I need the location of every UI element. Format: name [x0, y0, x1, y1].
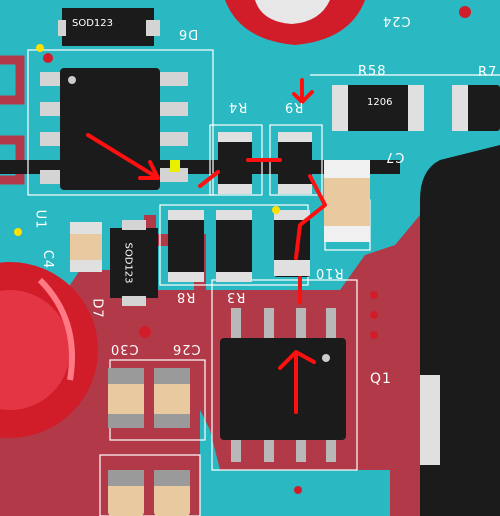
r9-pad-bottom — [278, 184, 312, 194]
c4-designator: C4 — [40, 249, 56, 270]
r8-resistor — [168, 215, 204, 277]
q1-designator: Q1 — [370, 371, 392, 387]
r4-pad-bottom — [218, 184, 252, 194]
q1-ic-body — [220, 338, 346, 440]
r9-designator: R9 — [284, 99, 304, 114]
d7-pad-top — [122, 220, 146, 230]
arrow-to-u1-pin — [86, 133, 160, 180]
r4-pad-top — [218, 132, 252, 142]
vias — [43, 6, 471, 494]
r8-pad-top — [168, 210, 204, 220]
d6-diode-body — [62, 8, 154, 46]
q1-pin1-dot — [322, 354, 330, 362]
c26-designator: C26 — [172, 341, 201, 356]
c4-end-top — [70, 222, 102, 234]
d6-designator: D6 — [178, 26, 199, 41]
u1-pin-highlight — [170, 160, 180, 172]
u1-ic-body — [60, 68, 160, 190]
vias-yellow — [14, 44, 280, 236]
c7-end-bottom — [324, 226, 370, 242]
d6-pad-right — [146, 20, 160, 36]
c26-end-bottom — [154, 414, 190, 428]
r3-designator: R3 — [226, 289, 246, 304]
electrolytic-cap-bottom-left-highlight — [0, 290, 70, 410]
arrow-to-r9 — [292, 78, 314, 104]
r3-pad-top — [216, 210, 252, 220]
c24-designator: C24 — [382, 13, 411, 28]
trace-annotation — [198, 158, 327, 260]
inductor-right-pad — [420, 375, 440, 465]
u1-pin1-dot — [68, 76, 76, 84]
q1-pins — [231, 308, 336, 462]
d7-pad-bottom — [122, 296, 146, 306]
c30-end-top — [108, 368, 144, 384]
d7-diode-body — [110, 228, 158, 298]
c30-end-bottom — [108, 414, 144, 428]
d7-package-label: SOD123 — [122, 242, 134, 284]
r10-designator: R10 — [315, 265, 344, 280]
u1-designator: U1 — [32, 209, 48, 230]
r3-resistor — [216, 215, 252, 277]
r9-resistor — [278, 138, 312, 188]
r7-designator: R7 — [478, 65, 498, 80]
r58-designator: R58 — [358, 64, 387, 79]
c26-end-top — [154, 368, 190, 384]
r4-resistor — [218, 138, 252, 188]
r3-pad-bottom — [216, 272, 252, 282]
d6-package-label: SOD123 — [72, 18, 114, 29]
r8-pad-bottom — [168, 272, 204, 282]
r58-pad-right — [408, 85, 424, 131]
d6-pad-left — [58, 20, 66, 36]
r4-designator: R4 — [228, 99, 248, 114]
r9-pad-top — [278, 132, 312, 142]
r58-resistor — [332, 85, 424, 131]
electrolytic-cap-top-sleeve — [255, 0, 330, 24]
c7-end-top — [324, 160, 370, 178]
r8-designator: R8 — [176, 289, 196, 304]
r7-pad-left — [452, 85, 468, 131]
r10-pad-top — [274, 210, 310, 220]
r58-package-label: 1206 — [367, 97, 393, 108]
u1-pins — [40, 72, 188, 184]
arrow-q1-up — [278, 350, 316, 414]
bottom-cap-right-end — [154, 470, 190, 486]
c7-designator: C7 — [385, 149, 405, 164]
c30-designator: C30 — [110, 341, 139, 356]
bottom-cap-left-end — [108, 470, 144, 486]
r58-pad-left — [332, 85, 348, 131]
annotation-arrows — [86, 78, 327, 414]
copper-pour-main — [0, 145, 500, 516]
c7-capacitor — [324, 160, 370, 242]
c4-end-bottom — [70, 260, 102, 272]
r10-pad-bottom — [274, 260, 310, 276]
d7-designator: D7 — [89, 298, 105, 319]
electrolytic-cap-bottom-left-shine — [37, 277, 75, 381]
